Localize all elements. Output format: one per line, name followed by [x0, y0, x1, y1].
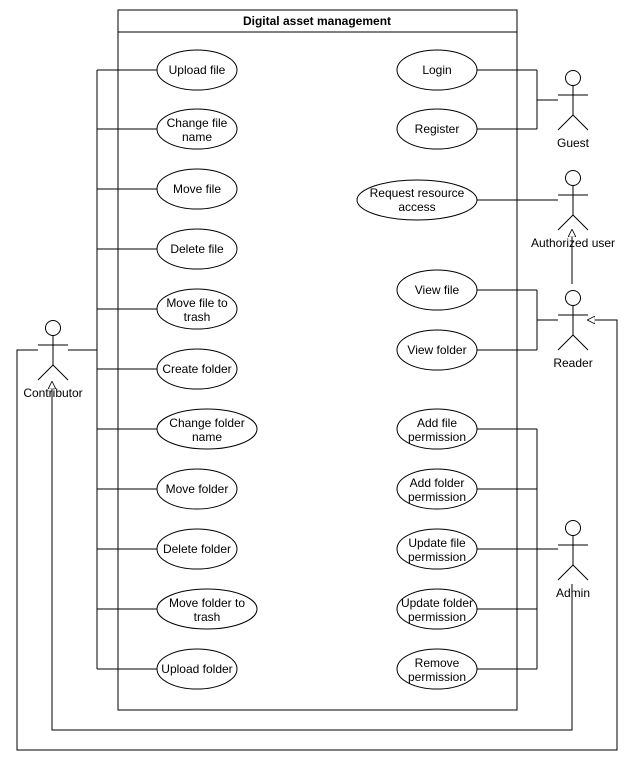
actor-admin[interactable]: Admin: [556, 520, 590, 601]
use-case-move-folder[interactable]: Move folder: [156, 468, 238, 510]
actor-label: Admin: [556, 586, 590, 600]
svg-text:View file: View file: [415, 283, 460, 297]
use-case-view-file[interactable]: View file: [396, 269, 478, 311]
use-case-view-folder[interactable]: View folder: [396, 329, 478, 371]
actor-label: Authorized user: [531, 236, 615, 250]
svg-text:Delete file: Delete file: [170, 242, 224, 256]
actor-guest[interactable]: Guest: [557, 70, 590, 151]
use-case-delete-file[interactable]: Delete file: [156, 228, 238, 270]
system-title: Digital asset management: [243, 14, 391, 28]
stick-figure-icon: [557, 520, 589, 581]
generalization-arrows: [16, 230, 618, 751]
actor-contributor[interactable]: Contributor: [23, 320, 83, 401]
svg-text:Upload folder: Upload folder: [161, 662, 232, 676]
admin-to-contributor-arrow: [52, 382, 573, 731]
stick-figure-icon: [557, 70, 589, 131]
actor-label: Reader: [553, 356, 592, 370]
contributor-to-reader-arrow: [16, 320, 618, 751]
use-case-upload-file[interactable]: Upload file: [156, 49, 238, 91]
reader-links: [477, 289, 558, 351]
use-case-login[interactable]: Login: [396, 49, 478, 91]
use-case-upload-folder[interactable]: Upload folder: [156, 648, 238, 690]
stick-figure-icon: [557, 170, 589, 231]
admin-links: [477, 428, 558, 670]
use-case-register[interactable]: Register: [396, 108, 478, 150]
svg-text:View folder: View folder: [407, 343, 466, 357]
actor-authorized-user[interactable]: Authorized user: [531, 170, 615, 251]
contributor-links: [68, 69, 157, 670]
svg-text:Move folder: Move folder: [166, 482, 229, 496]
use-case-move-file[interactable]: Move file: [156, 168, 238, 210]
svg-text:Register: Register: [415, 122, 460, 136]
use-case-delete-folder[interactable]: Delete folder: [156, 528, 238, 570]
actor-label: Contributor: [23, 386, 82, 400]
svg-text:Login: Login: [422, 63, 451, 77]
actor-reader[interactable]: Reader: [553, 290, 593, 371]
svg-text:Move file: Move file: [173, 182, 221, 196]
stick-figure-icon: [557, 290, 589, 351]
svg-text:Create folder: Create folder: [162, 362, 231, 376]
guest-links: [477, 69, 558, 130]
stick-figure-icon: [37, 320, 69, 381]
svg-text:Delete folder: Delete folder: [163, 542, 231, 556]
svg-text:Upload file: Upload file: [169, 63, 226, 77]
use-case-create-folder[interactable]: Create folder: [156, 348, 238, 390]
actor-label: Guest: [557, 136, 590, 150]
